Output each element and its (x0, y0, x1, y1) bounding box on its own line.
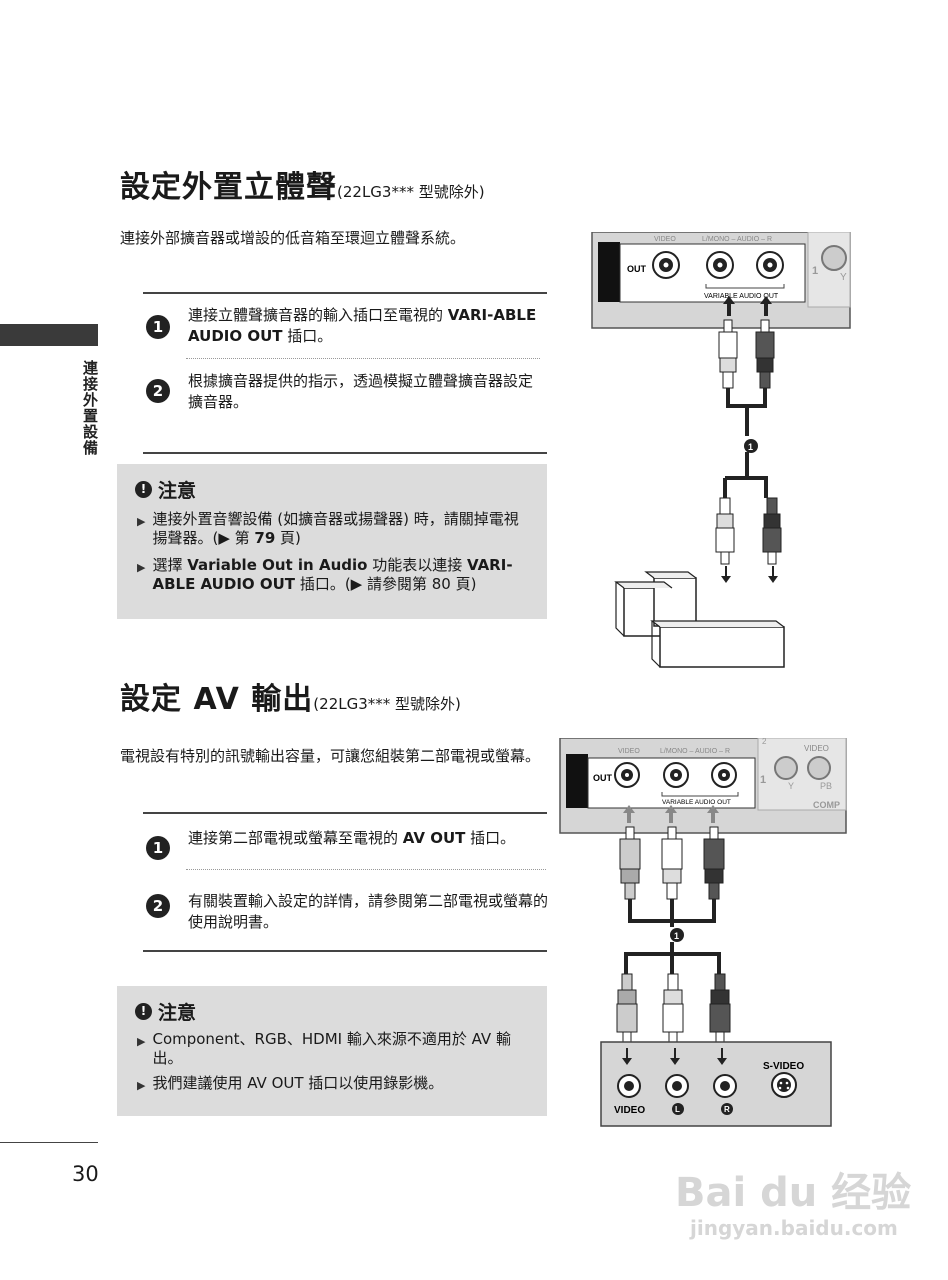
rca-plug-red (703, 826, 725, 900)
side-tab-label: 連接外置設備 (81, 360, 99, 456)
jack-video-in (617, 1074, 641, 1098)
jack-audio-l (706, 251, 734, 279)
section1-step2-text: 根據擴音器提供的指示，透過模擬立體聲擴音器設定擴音器。 (188, 372, 534, 411)
audio-out-connection-diagram: VIDEO L/MONO – AUDIO – R OUT VARIABLE AU… (591, 232, 851, 668)
svg-text:S-VIDEO: S-VIDEO (763, 1061, 804, 1072)
warning-icon: ! (135, 1003, 152, 1020)
svg-text:VARIABLE AUDIO OUT: VARIABLE AUDIO OUT (662, 799, 731, 806)
audio-label: L/MONO – AUDIO – R (702, 236, 772, 243)
section2-note-heading: ! 注意 (135, 998, 196, 1025)
rca-plug-white-lower (662, 973, 684, 1045)
jack-audio-r (756, 251, 784, 279)
svg-text:L/MONO – AUDIO – R: L/MONO – AUDIO – R (660, 748, 730, 755)
speaker-illustration (614, 571, 785, 668)
rca-plug-yellow (619, 826, 641, 900)
video-label: VIDEO (654, 236, 676, 243)
rca-plug-red-lower (709, 973, 731, 1045)
jack-video-out (652, 251, 680, 279)
jack-audio-l-in (665, 1074, 689, 1098)
out-label: OUT (627, 264, 647, 274)
av-out-connection-diagram: VIDEO L/MONO – AUDIO – R OUT VARIABLE AU… (559, 738, 847, 1127)
bullet-arrow-icon: ▶ (137, 1079, 146, 1092)
svg-text:2: 2 (762, 738, 767, 746)
svg-text:L: L (675, 1105, 680, 1114)
svg-text:Y: Y (840, 272, 847, 283)
section1-note-box: ! 注意 ▶ 連接外置音響設備 (如擴音器或揚聲器) 時，請關掉電視揚聲器。(▶… (117, 464, 547, 619)
svg-text:1: 1 (674, 931, 679, 941)
bullet-arrow-icon: ▶ (137, 1035, 146, 1048)
section2-title: 設定 AV 輸出(22LG3*** 型號除外) (120, 682, 461, 717)
rca-plug-red-lower (762, 497, 782, 565)
section2-intro: 電視設有特別的訊號輸出容量，可讓您組裝第二部電視或螢幕。 (120, 747, 541, 765)
section1-title: 設定外置立體聲(22LG3*** 型號除外) (120, 170, 485, 205)
bullet-arrow-icon: ▶ (137, 561, 146, 574)
section1-note-item: ▶ 連接外置音響設備 (如擴音器或揚聲器) 時，請關掉電視揚聲器。(▶ 第 79… (137, 510, 519, 547)
side-tab-bar (0, 324, 98, 346)
section2-step2-number: 2 (146, 894, 170, 918)
section1-step1-number: 1 (146, 315, 170, 339)
section1-step1-text: 連接立體聲擴音器的輸入插口至電視的 VARI-ABLE AUDIO OUT 插口… (188, 306, 537, 345)
section1-note-heading: ! 注意 (135, 476, 196, 503)
jack-audio-r (711, 762, 737, 788)
jack-svideo-in (771, 1072, 797, 1098)
svg-text:1: 1 (760, 774, 766, 786)
rca-plug-white (718, 319, 738, 389)
svg-text:VIDEO: VIDEO (614, 1105, 645, 1116)
svg-text:VIDEO: VIDEO (804, 744, 829, 753)
svg-text:1: 1 (748, 442, 753, 452)
rca-plug-white-lower (715, 497, 735, 565)
svg-text:Y: Y (788, 781, 794, 791)
section2-step-divider (186, 869, 546, 870)
page-number: 30 (72, 1162, 99, 1186)
rca-plug-white (661, 826, 683, 900)
footer-rule (0, 1142, 98, 1143)
rca-plug-yellow-lower (616, 973, 638, 1045)
jack-video-out (614, 762, 640, 788)
svg-text:1: 1 (812, 265, 818, 277)
bullet-arrow-icon: ▶ (137, 515, 146, 528)
variable-audio-out-label: VARIABLE AUDIO OUT (704, 293, 779, 300)
section1-steps-bottom-rule (143, 452, 547, 454)
section1-intro: 連接外部擴音器或增設的低音箱至環迴立體聲系統。 (120, 229, 466, 247)
svg-text:COMP: COMP (813, 800, 840, 810)
section2-note-item: ▶ 我們建議使用 AV OUT 插口以使用錄影機。 (137, 1074, 532, 1095)
section1-note-item: ▶ 選擇 Variable Out in Audio 功能表以連接 VARI-A… (137, 556, 513, 593)
jack-audio-r-in (713, 1074, 737, 1098)
section2-step1-number: 1 (146, 836, 170, 860)
section1-step2-number: 2 (146, 379, 170, 403)
svg-text:OUT: OUT (593, 773, 613, 783)
jack-audio-l (663, 762, 689, 788)
section2-note-box: ! 注意 ▶ Component、RGB、HDMI 輸入來源不適用於 AV 輸出… (117, 986, 547, 1116)
section2-steps-top-rule (143, 812, 547, 814)
svg-text:R: R (724, 1105, 730, 1114)
baidu-watermark: Bai du 经验 (675, 1170, 912, 1216)
section1-steps-top-rule (143, 292, 547, 294)
svg-text:PB: PB (820, 781, 832, 791)
section2-step1-text: 連接第二部電視或螢幕至電視的 AV OUT 插口。 (188, 829, 516, 847)
section2-step2-text: 有關裝置輸入設定的詳情，請參閱第二部電視或螢幕的使用說明書。 (188, 892, 549, 931)
section2-note-item: ▶ Component、RGB、HDMI 輸入來源不適用於 AV 輸出。 (137, 1030, 511, 1067)
section1-step-divider (186, 358, 540, 359)
warning-icon: ! (135, 481, 152, 498)
baidu-watermark-url: jingyan.baidu.com (690, 1216, 898, 1240)
rca-plug-red (755, 319, 775, 389)
svg-text:VIDEO: VIDEO (618, 748, 640, 755)
section2-steps-bottom-rule (143, 950, 547, 952)
